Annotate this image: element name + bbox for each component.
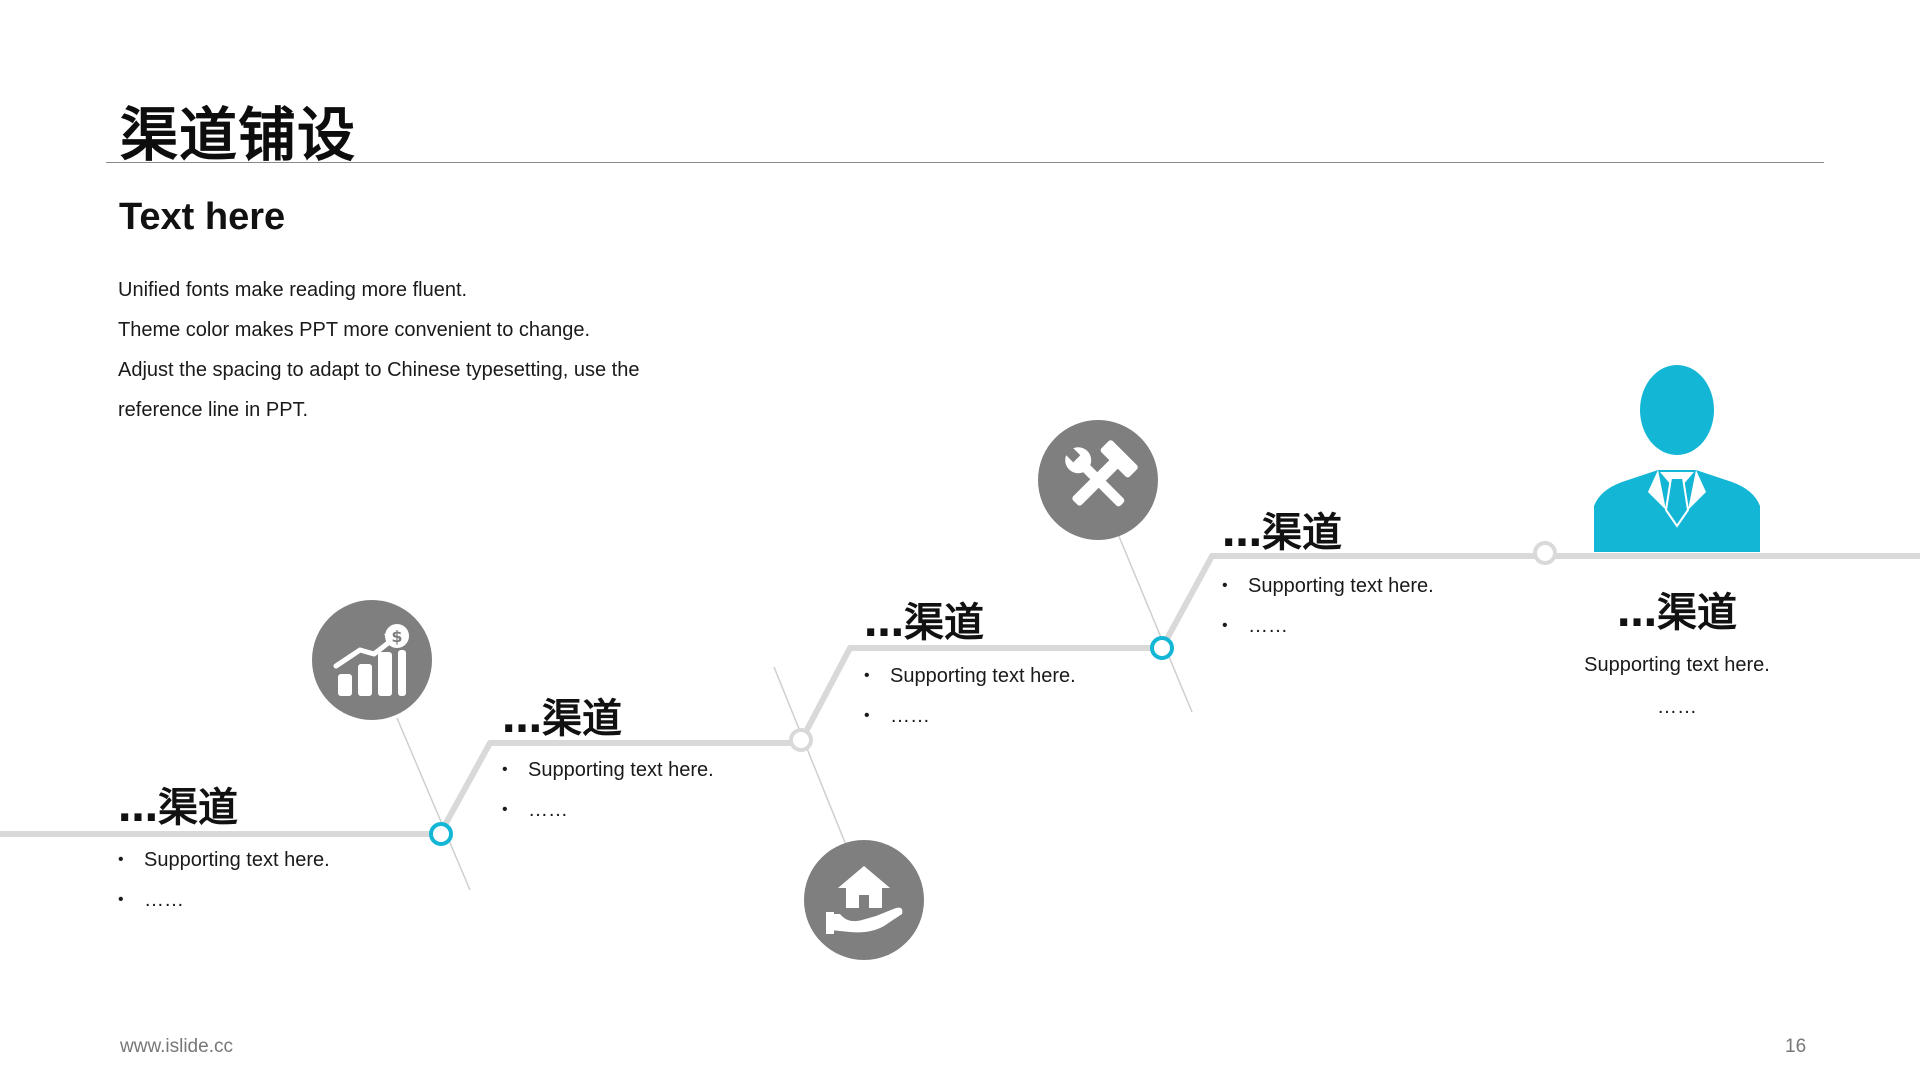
step-5-line: ……	[1657, 696, 1697, 718]
bullet-item: Supporting text here.	[1222, 566, 1434, 606]
intro-line: Adjust the spacing to adapt to Chinese t…	[118, 359, 640, 381]
timeline-node-accent	[429, 822, 453, 846]
bullet-item: Supporting text here.	[502, 750, 714, 790]
step-5-text: Supporting text here. ……	[1527, 644, 1827, 728]
intro-line: Unified fonts make reading more fluent.	[118, 279, 468, 301]
page-number: 16	[1785, 1036, 1807, 1057]
timeline-track	[0, 553, 1920, 837]
intro-heading: Text here	[119, 196, 286, 238]
timeline-node	[1533, 541, 1557, 565]
intro-line: Theme color makes PPT more convenient to…	[118, 319, 591, 341]
bullet-item: ……	[864, 696, 1076, 736]
connector-line	[1117, 533, 1193, 713]
house-in-hand-icon	[804, 840, 924, 960]
bullet-item: Supporting text here.	[864, 656, 1076, 696]
businessman-icon	[1594, 365, 1760, 552]
bullet-item: ……	[1222, 606, 1434, 646]
intro-paragraph: Unified fonts make reading more fluent. …	[118, 270, 738, 430]
step-5-line: Supporting text here.	[1584, 654, 1770, 676]
svg-text:$: $	[391, 627, 402, 646]
title-divider	[106, 162, 1824, 163]
step-2-heading: …渠道	[502, 696, 622, 742]
step-2-bullets: Supporting text here. ……	[502, 750, 714, 830]
growth-chart-icon: $	[312, 600, 432, 720]
intro-line: reference line in PPT.	[118, 399, 309, 421]
footer-url: www.islide.cc	[120, 1036, 233, 1057]
timeline-node	[789, 728, 813, 752]
step-1-bullets: Supporting text here. ……	[118, 840, 330, 920]
slide-title: 渠道铺设	[120, 101, 357, 169]
bullet-item: ……	[502, 790, 714, 830]
connector-line	[396, 717, 471, 891]
step-4-bullets: Supporting text here. ……	[1222, 566, 1434, 646]
timeline-node-accent	[1150, 636, 1174, 660]
bullet-item: Supporting text here.	[118, 840, 330, 880]
connector-line	[773, 666, 847, 846]
step-4-heading: …渠道	[1222, 510, 1342, 556]
step-1-heading: …渠道	[118, 785, 238, 831]
step-5-heading: …渠道	[1617, 590, 1737, 636]
bullet-item: ……	[118, 880, 330, 920]
step-3-bullets: Supporting text here. ……	[864, 656, 1076, 736]
step-3-heading: …渠道	[864, 600, 984, 646]
tools-icon	[1038, 420, 1158, 540]
